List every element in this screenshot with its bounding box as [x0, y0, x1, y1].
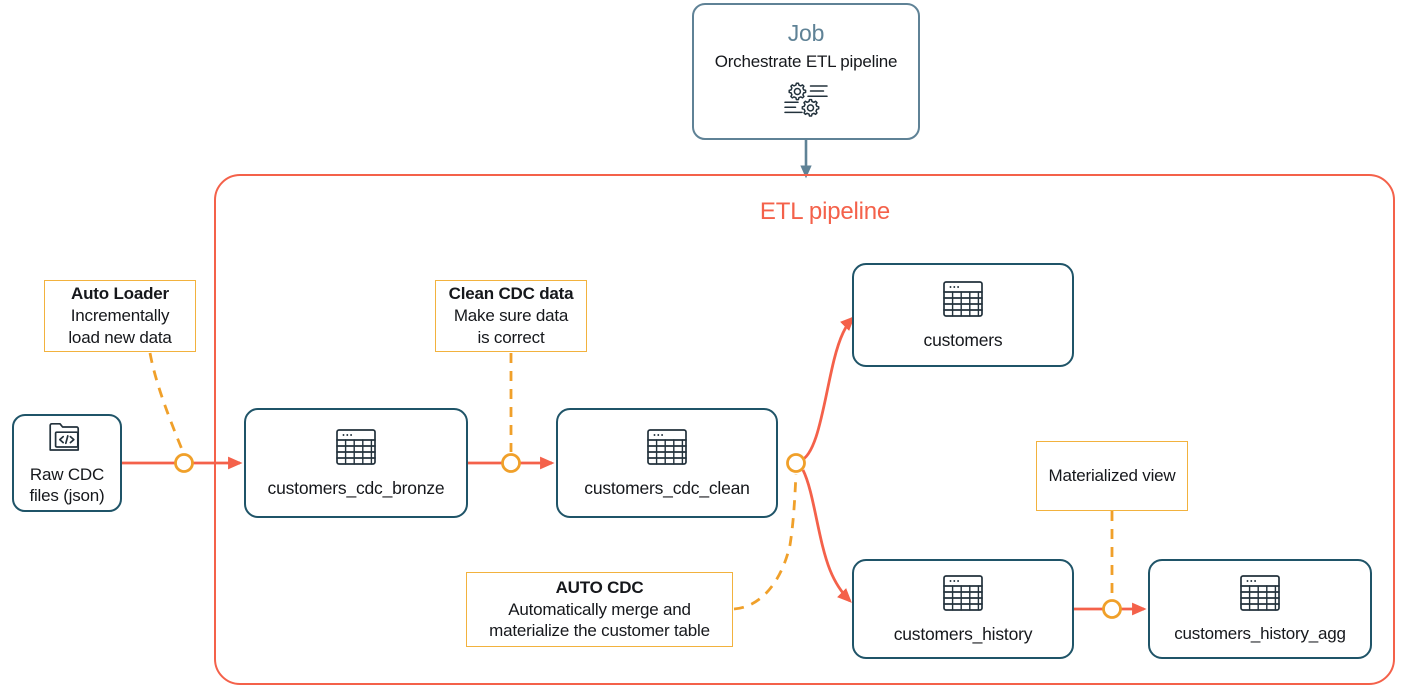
table-icon — [334, 427, 378, 472]
node-customers-history-agg[interactable]: customers_history_agg — [1148, 559, 1372, 659]
annotation-auto-loader: Auto Loader Incrementally load new data — [44, 280, 196, 352]
job-subtitle: Orchestrate ETL pipeline — [714, 52, 898, 71]
annotation-connector-auto-loader — [148, 352, 185, 453]
annotation-materialized-view: Materialized view — [1036, 441, 1188, 511]
annotation-clean-cdc-data: Clean CDC data Make sure data is correct — [435, 280, 587, 352]
node-label: Raw CDC — [29, 465, 105, 485]
job-card[interactable]: Job Orchestrate ETL pipeline — [692, 3, 920, 140]
annotation-line-1: Incrementally — [70, 306, 170, 326]
node-label: customers_cdc_bronze — [267, 478, 445, 498]
table-icon — [941, 573, 985, 618]
annotation-line-1: Automatically merge and — [508, 599, 691, 619]
annotation-auto-cdc: AUTO CDC Automatically merge and materia… — [466, 572, 733, 647]
node-customers-cdc-clean[interactable]: customers_cdc_clean — [556, 408, 778, 518]
annotation-title: AUTO CDC — [555, 577, 644, 597]
node-label: customers — [923, 330, 1003, 350]
annotation-line-2: load new data — [68, 327, 172, 347]
node-label: customers_history_agg — [1174, 624, 1346, 644]
table-icon — [941, 279, 985, 324]
node-label-line2: files (json) — [29, 485, 105, 505]
annotation-line-2: materialize the customer table — [489, 621, 710, 641]
gears-workflow-icon — [783, 80, 829, 123]
annotation-line-2: is correct — [477, 327, 545, 347]
node-label: customers_history — [893, 624, 1033, 644]
annotation-title: Clean CDC data — [448, 284, 574, 304]
table-icon — [1238, 573, 1282, 618]
annotation-line-1: Make sure data — [453, 306, 569, 326]
pipeline-title: ETL pipeline — [759, 198, 891, 225]
junction-node-auto-loader — [174, 453, 194, 473]
folder-code-icon — [47, 420, 87, 459]
node-customers-history[interactable]: customers_history — [852, 559, 1074, 659]
annotation-title: Auto Loader — [71, 284, 169, 304]
node-label: customers_cdc_clean — [584, 478, 750, 498]
node-customers-cdc-bronze[interactable]: customers_cdc_bronze — [244, 408, 468, 518]
annotation-line-1: Materialized view — [1048, 466, 1176, 486]
node-customers[interactable]: customers — [852, 263, 1074, 367]
job-title: Job — [787, 20, 825, 46]
node-raw-cdc-files[interactable]: Raw CDC files (json) — [12, 414, 122, 512]
table-icon — [645, 427, 689, 472]
